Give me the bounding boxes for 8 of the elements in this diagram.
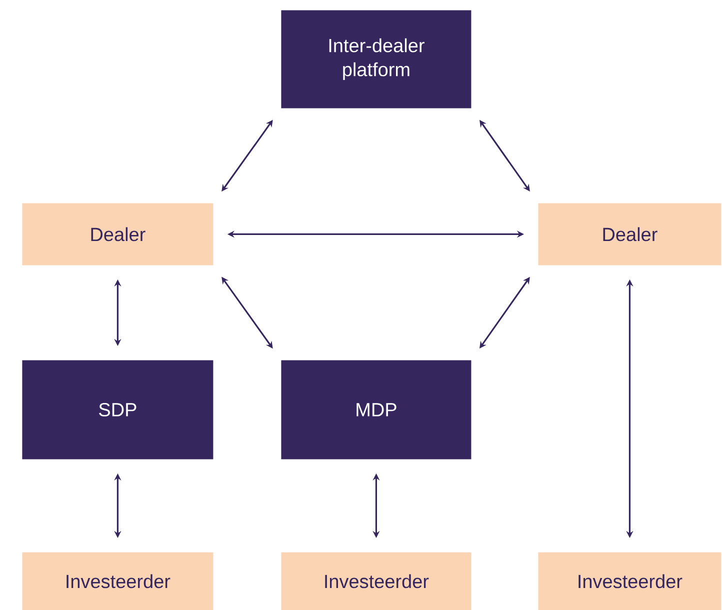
participant-box: Dealer bbox=[538, 203, 722, 266]
participant-box: Dealer bbox=[22, 203, 214, 266]
platform-box: SDP bbox=[22, 360, 214, 460]
platform-box: MDP bbox=[281, 360, 472, 460]
participant-box: Investeerder bbox=[538, 552, 722, 610]
participant-box: Investeerder bbox=[281, 552, 472, 610]
platform-box: Inter-dealer platform bbox=[281, 10, 472, 108]
participant-box: Investeerder bbox=[22, 552, 214, 610]
